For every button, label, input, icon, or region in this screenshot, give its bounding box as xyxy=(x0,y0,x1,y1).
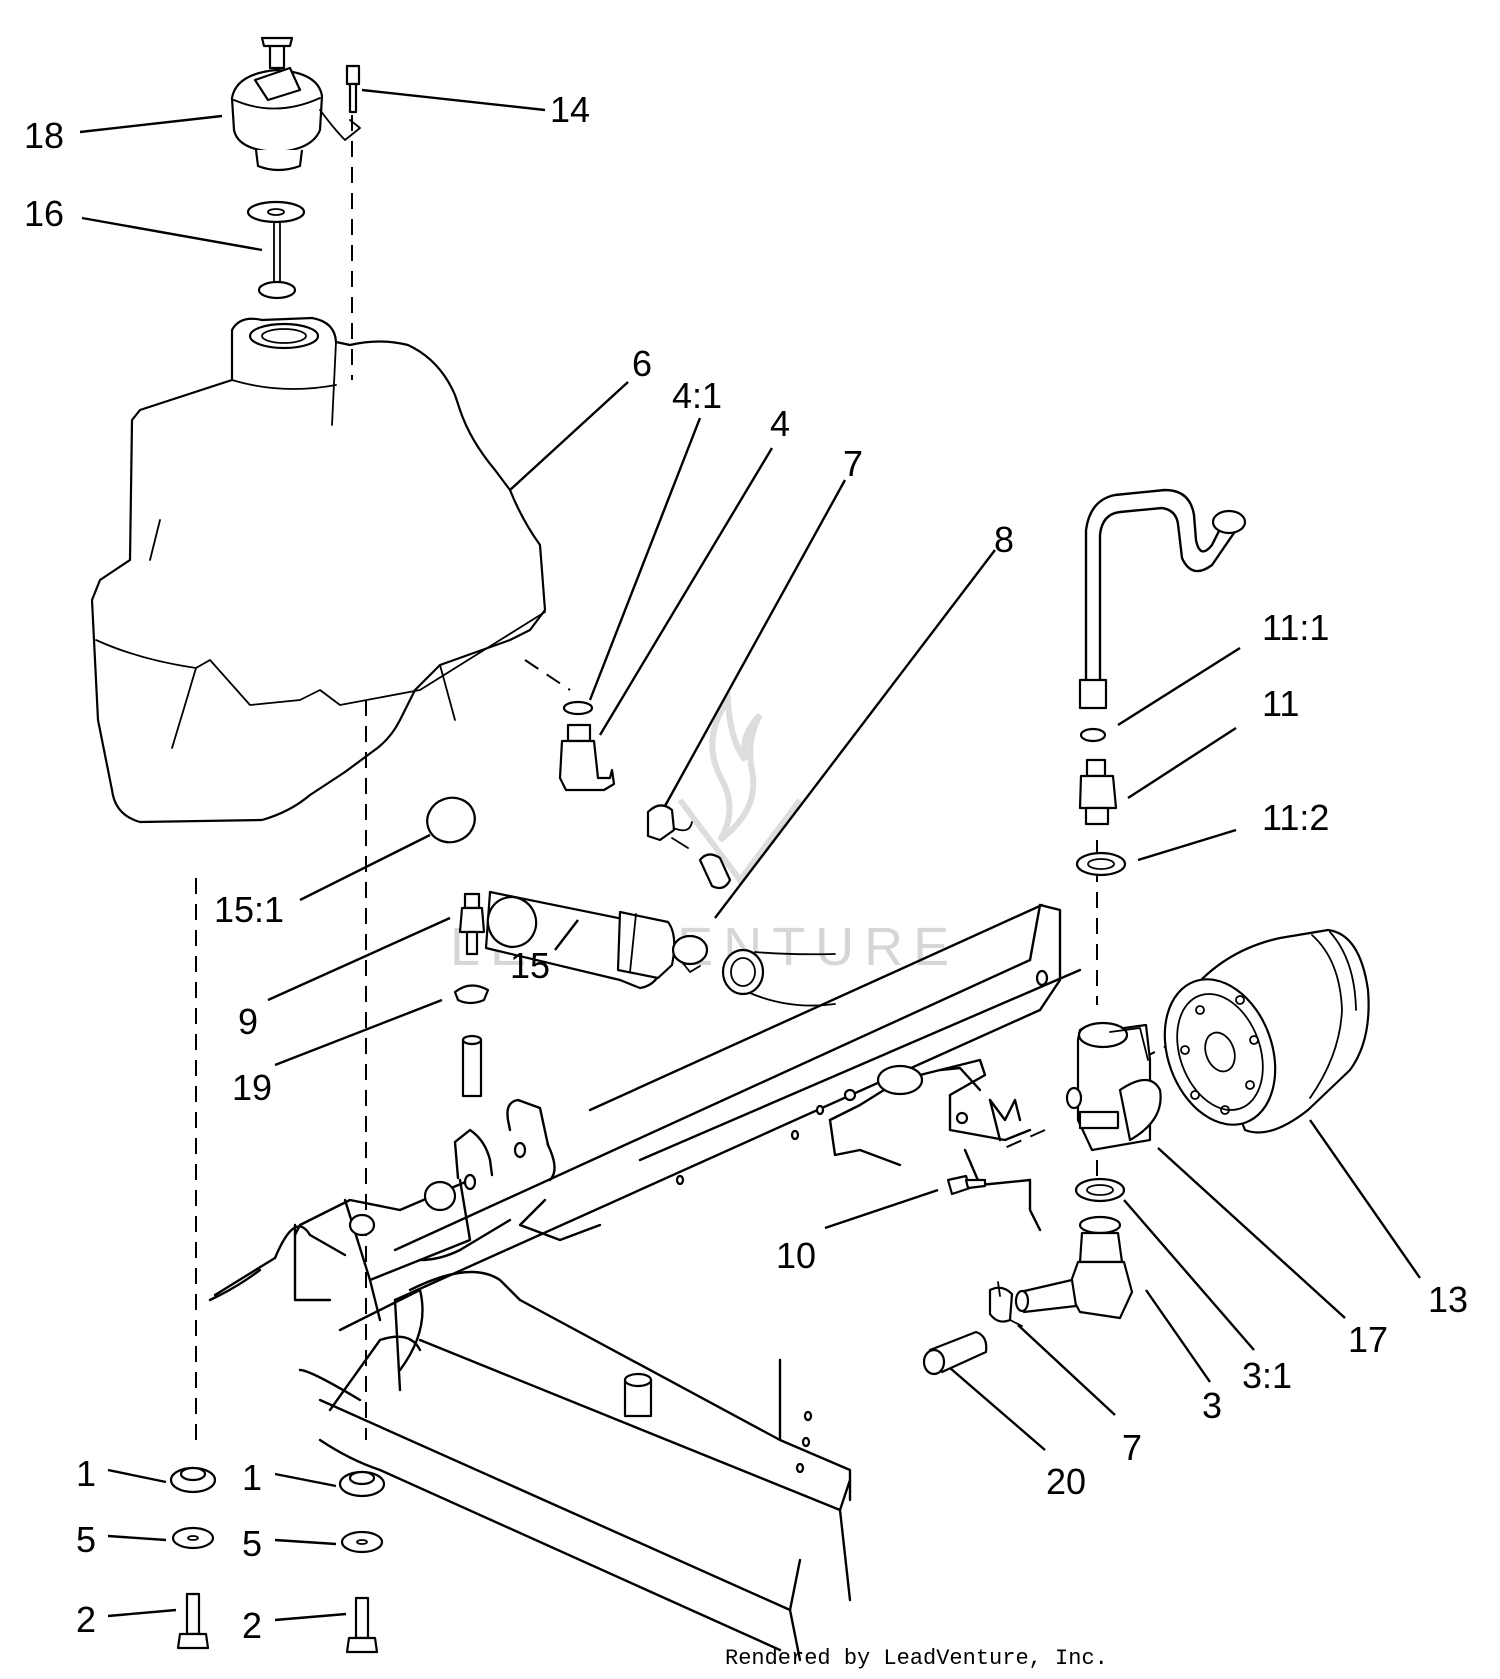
callout-5-right: 5 xyxy=(242,1523,262,1564)
callout-17: 17 xyxy=(1348,1319,1388,1360)
chassis-frame xyxy=(208,903,1082,1662)
callout-5-left: 5 xyxy=(76,1519,96,1560)
hose-clamp-8 xyxy=(671,934,836,1007)
gasket-16 xyxy=(246,200,306,224)
callout-3: 3 xyxy=(1202,1385,1222,1426)
callout-1-right: 1 xyxy=(242,1457,262,1498)
callout-11-2: 11:2 xyxy=(1262,797,1329,838)
callout-2-right: 2 xyxy=(242,1605,262,1646)
fuel-line xyxy=(1075,488,1247,877)
callout-9: 9 xyxy=(238,1001,258,1042)
clamp-7 xyxy=(988,1281,1023,1327)
mount-hardware-left xyxy=(169,1466,217,1650)
fuel-strainer xyxy=(426,796,676,990)
elbow-fitting-3 xyxy=(1014,1215,1134,1320)
callout-1-left: 1 xyxy=(76,1453,96,1494)
screw-14 xyxy=(345,64,361,114)
callout-4-1: 4:1 xyxy=(672,375,722,416)
callout-10: 10 xyxy=(776,1235,816,1276)
callout-4: 4 xyxy=(770,403,790,444)
hose-20 xyxy=(922,1330,988,1376)
callout-15-1: 15:1 xyxy=(214,889,284,930)
fuel-tank xyxy=(90,316,547,824)
fuel-fitting xyxy=(558,700,732,890)
callout-11: 11 xyxy=(1262,683,1299,724)
callout-14: 14 xyxy=(550,89,590,130)
callout-18: 18 xyxy=(24,115,64,156)
callout-2-left: 2 xyxy=(76,1599,96,1640)
mount-hardware-right xyxy=(338,1470,386,1654)
callout-8: 8 xyxy=(994,519,1014,560)
filter-bracket xyxy=(828,1058,1042,1232)
callout-16: 16 xyxy=(24,193,64,234)
callout-20: 20 xyxy=(1046,1461,1086,1502)
callout-6: 6 xyxy=(632,343,652,384)
callout-3-1: 3:1 xyxy=(1242,1355,1292,1396)
fuel-cap xyxy=(230,36,361,172)
leader-lines xyxy=(79,88,1421,1622)
drain-fitting-9 xyxy=(458,892,486,956)
callout-labels: 18 14 16 6 4:1 4 7 8 11:1 11 11:2 15:1 1… xyxy=(24,89,1468,1646)
callout-11-1: 11:1 xyxy=(1262,607,1329,648)
washer-3-1 xyxy=(1074,1177,1126,1203)
filter-cartridge-13 xyxy=(1163,928,1370,1134)
bolt-10 xyxy=(946,1174,987,1196)
watermark-logo-icon xyxy=(677,691,803,885)
callout-19: 19 xyxy=(232,1067,272,1108)
render-credit: Rendered by LeadVenture, Inc. xyxy=(725,1646,1108,1671)
filter-head-17 xyxy=(1065,1021,1162,1152)
callout-15: 15 xyxy=(510,945,550,986)
clamp-19 xyxy=(453,984,490,1098)
callout-7-lower: 7 xyxy=(1122,1427,1142,1468)
callout-13: 13 xyxy=(1428,1279,1468,1320)
callout-7-upper: 7 xyxy=(843,443,863,484)
